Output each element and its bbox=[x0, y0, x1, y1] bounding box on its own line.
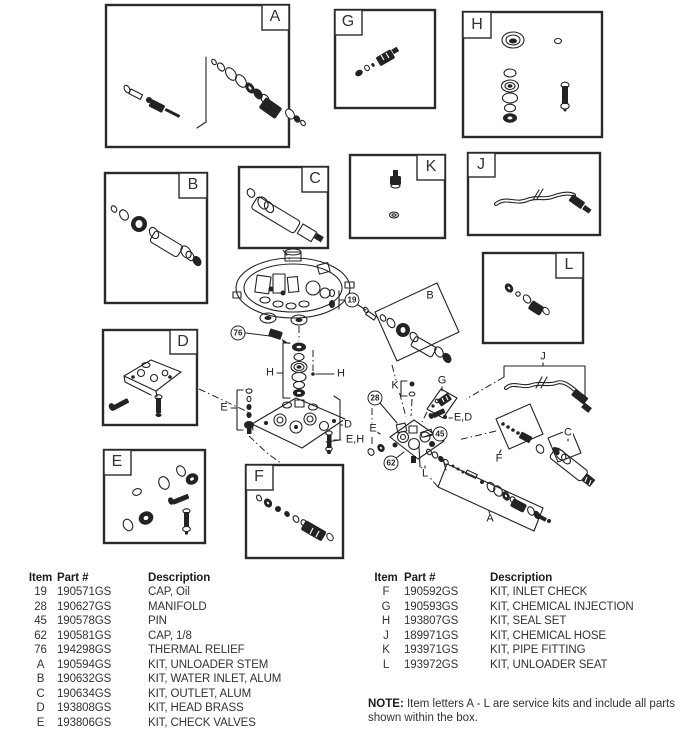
column-header: Item bbox=[28, 572, 53, 584]
crankcase-assembly bbox=[232, 248, 355, 326]
callout-62-cap: 62 bbox=[383, 455, 399, 471]
kit-j-parts bbox=[494, 188, 592, 214]
kit-box-f-letter: F bbox=[254, 468, 264, 485]
j-chemical-hose-callout bbox=[503, 361, 592, 413]
callout-45-pin: 45 bbox=[432, 426, 448, 442]
kit-box-l-letter: L bbox=[564, 256, 574, 273]
label-d: D bbox=[343, 418, 353, 431]
service-kit-note: NOTE: Item letters A - L are service kit… bbox=[368, 697, 686, 725]
kit-d-parts bbox=[108, 359, 182, 417]
kit-box-c-letter: C bbox=[309, 170, 321, 187]
kit-e-parts bbox=[122, 465, 199, 535]
note-label: NOTE: bbox=[368, 698, 404, 710]
label-e-d: E,D bbox=[452, 411, 474, 424]
column-header: Item bbox=[374, 572, 398, 584]
kit-a-parts bbox=[123, 56, 306, 129]
label-b: B bbox=[425, 289, 435, 302]
kit-box-j-letter: J bbox=[477, 156, 485, 173]
kit-box-frames bbox=[101, 3, 604, 560]
label-h-left: H bbox=[265, 366, 275, 379]
callout-19-cap-oil: 19 bbox=[344, 292, 360, 308]
kit-box-h-letter: H bbox=[471, 16, 483, 33]
kit-box-k-letter: K bbox=[425, 158, 437, 175]
callout-28-manifold: 28 bbox=[367, 390, 383, 406]
a-unloader-stem-callout bbox=[437, 463, 551, 532]
e-right-parts bbox=[367, 431, 385, 456]
kit-box-b-letter: B bbox=[187, 176, 199, 193]
exploded-parts-diagram-art bbox=[101, 3, 604, 560]
label-k: K bbox=[390, 379, 400, 392]
label-g: G bbox=[436, 374, 448, 387]
label-h-right: H bbox=[336, 367, 346, 380]
label-l: L bbox=[420, 467, 430, 480]
note-text: Item letters A - L are service kits and … bbox=[368, 698, 676, 724]
e-left-bracket bbox=[230, 388, 283, 465]
label-j: J bbox=[539, 350, 547, 363]
kit-box-g-letter: G bbox=[341, 13, 355, 30]
f-inlet-check-callout bbox=[495, 403, 545, 455]
thermal-relief-76-leader bbox=[245, 328, 290, 344]
pump-head bbox=[251, 397, 346, 449]
label-e-left: E bbox=[219, 401, 229, 414]
kit-box-d-letter: D bbox=[177, 333, 189, 350]
callout-76-thermal-relief: 76 bbox=[230, 325, 246, 341]
table-header-row: Item Part # Description bbox=[368, 571, 634, 585]
pin-45-leader bbox=[423, 434, 434, 438]
label-e-h: E,H bbox=[344, 433, 366, 446]
head-bolt-eh bbox=[325, 430, 342, 455]
d-bracket bbox=[325, 395, 344, 443]
b-water-inlet-callout bbox=[374, 282, 460, 364]
kit-h-parts bbox=[500, 31, 570, 123]
kit-box-letter-tabs bbox=[103, 4, 584, 491]
kit-box-e-letter: E bbox=[111, 453, 123, 470]
column-header: Description bbox=[148, 572, 211, 584]
label-e-right: E bbox=[368, 422, 378, 435]
kit-g-parts bbox=[355, 46, 400, 77]
kit-c-parts bbox=[246, 188, 324, 243]
label-a: A bbox=[485, 512, 495, 525]
label-c: C bbox=[563, 426, 573, 439]
kit-f-parts bbox=[255, 494, 334, 542]
ed-parts bbox=[428, 408, 456, 419]
label-f: F bbox=[494, 452, 504, 465]
k-bracket bbox=[400, 380, 416, 397]
table-header-row: Item Part # Description bbox=[24, 571, 281, 585]
manifold-28 bbox=[379, 402, 445, 463]
column-header: Description bbox=[490, 572, 553, 584]
column-header: Part # bbox=[57, 572, 89, 584]
kit-b-parts bbox=[110, 205, 202, 267]
kit-box-a-letter: A bbox=[269, 8, 281, 25]
l-unloader-seat-callout bbox=[418, 445, 449, 471]
seal-stack-h bbox=[276, 326, 335, 399]
kit-k-parts bbox=[388, 170, 401, 219]
column-header: Part # bbox=[404, 572, 436, 584]
oil-cap-19-leader bbox=[328, 288, 377, 321]
kit-l-parts bbox=[504, 283, 550, 316]
